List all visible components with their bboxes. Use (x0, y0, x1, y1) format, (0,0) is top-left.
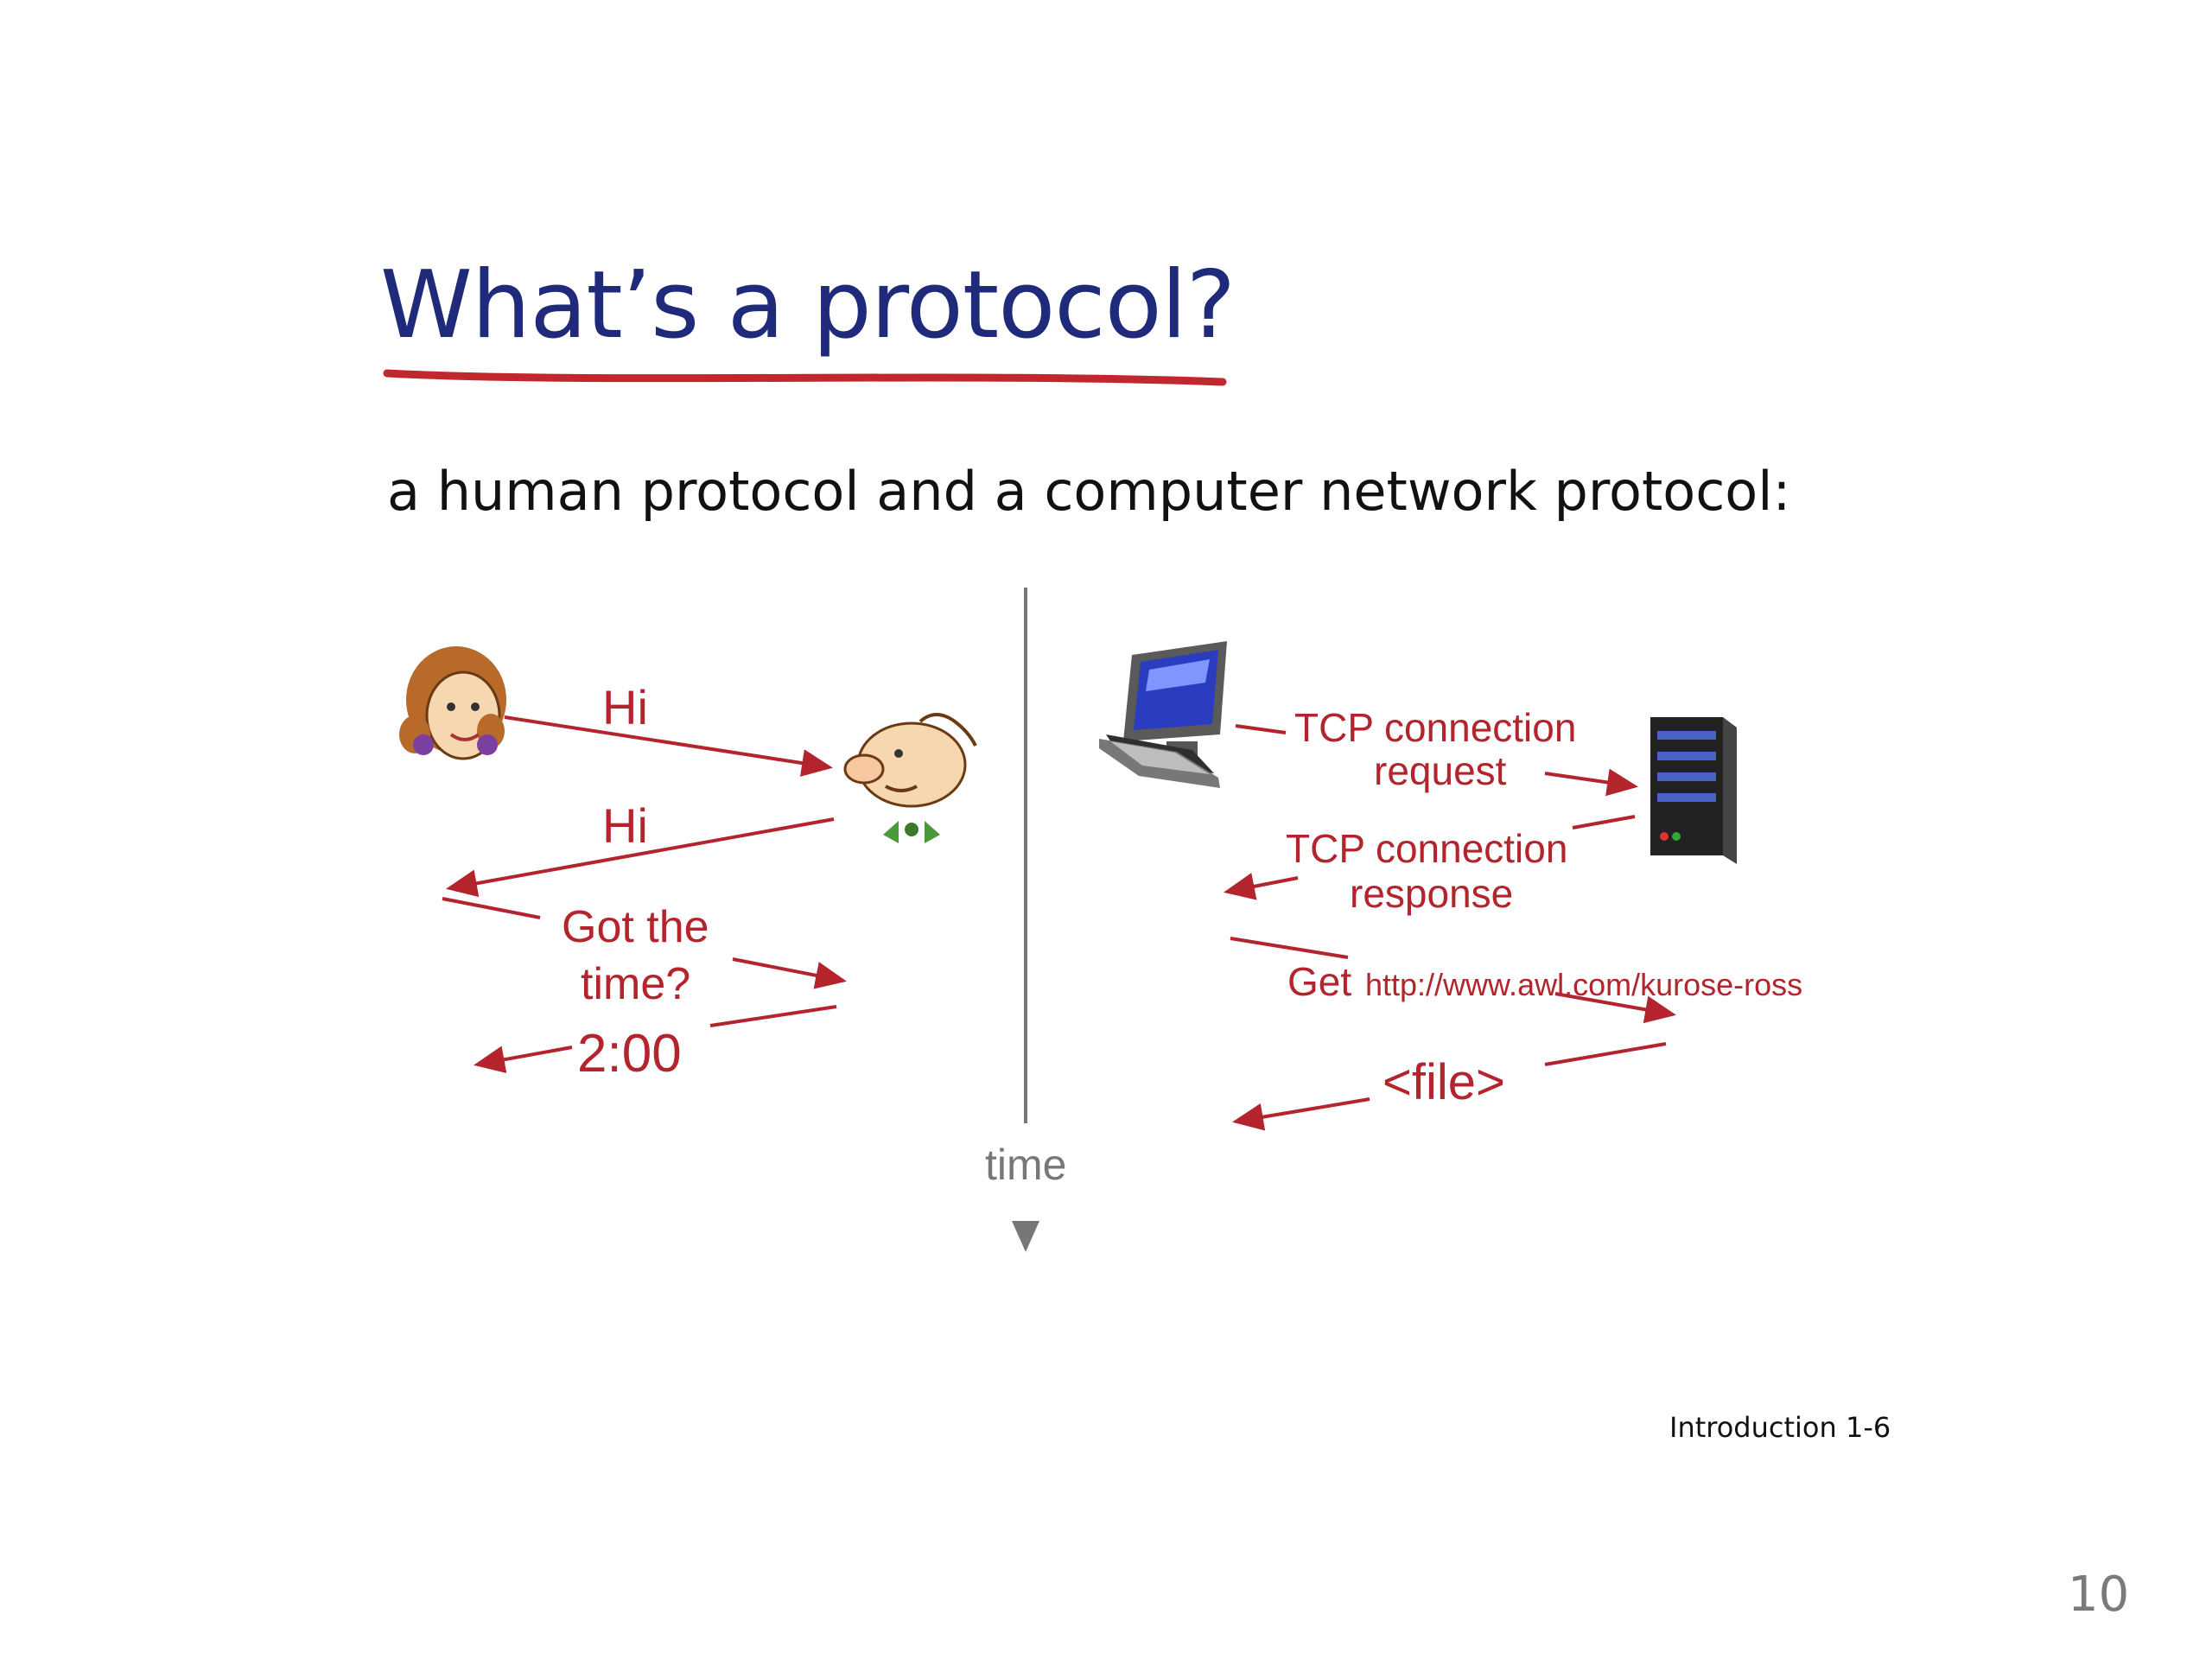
tcp-response-arrow-a (1573, 817, 1635, 828)
hi-arrow-1 (505, 717, 830, 767)
time-label: time (985, 1141, 1066, 1189)
file-arrow-a (1545, 1044, 1666, 1065)
computer-icon (1099, 641, 1227, 788)
server-icon (1650, 717, 1737, 864)
msg-get-verb: Get (1287, 959, 1351, 1004)
msg-reply: 2:00 (577, 1024, 682, 1084)
reply-arrow-b (477, 1047, 572, 1065)
got-time-arrow-a (442, 899, 540, 918)
file-arrow-b (1236, 1099, 1370, 1122)
got-time-arrow-b (733, 959, 843, 981)
page-number: 10 (2068, 1571, 2129, 1619)
msg-got-the: Got the (562, 902, 709, 952)
slide-footer: Introduction 1-6 (1669, 1414, 1891, 1441)
msg-file: <file> (1382, 1054, 1505, 1110)
reply-arrow-a (710, 1007, 836, 1026)
get-arrow-a (1230, 938, 1348, 957)
tcp-request-arrow-b (1545, 773, 1635, 786)
msg-hi-2: Hi (602, 798, 648, 853)
title-underline (387, 373, 1223, 382)
msg-tcp-response-line2: response (1350, 871, 1513, 916)
msg-get-url: http://www.awl.com/kurose-ross (1365, 967, 1802, 1002)
msg-time: time? (581, 959, 690, 1009)
tcp-response-arrow-b (1227, 878, 1298, 892)
tcp-request-arrow-a (1236, 726, 1286, 733)
man-icon (845, 715, 976, 843)
woman-icon (399, 646, 506, 759)
msg-tcp-request-line1: TCP connection (1294, 705, 1576, 750)
msg-tcp-response-line1: TCP connection (1286, 826, 1567, 871)
msg-tcp-request-line2: request (1374, 748, 1507, 793)
msg-hi-1: Hi (602, 680, 648, 734)
